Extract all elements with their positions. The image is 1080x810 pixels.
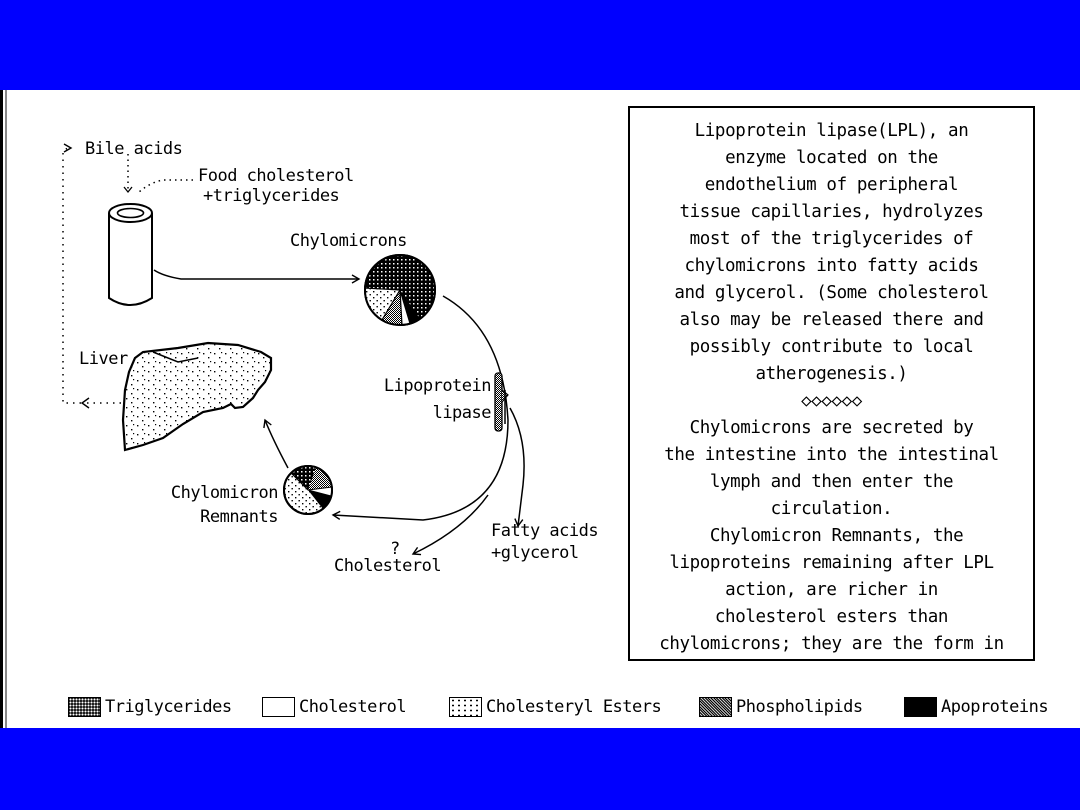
text-line: tissue capillaries, hydrolyzes (679, 202, 984, 222)
phospholipids-swatch-icon (699, 697, 732, 717)
text-line: Lipoprotein lipase(LPL), an (694, 121, 969, 141)
text-line: circulation. (770, 499, 893, 519)
text-line: and glycerol. (Some cholesterol (674, 283, 989, 303)
liver-icon (121, 341, 273, 452)
text-line: Chylomicron Remnants, the (699, 526, 964, 546)
legend-item-cholesteryl-esters: Cholesteryl Esters (449, 696, 662, 718)
bile-acids-label: Bile acids (85, 139, 183, 159)
text-line: Chylomicrons are secreted by (689, 418, 974, 438)
apoproteins-swatch-icon (904, 697, 937, 717)
chylomicron-pie-icon (364, 254, 436, 326)
chylomicron-remnant-label: Chylomicron (170, 483, 279, 503)
chylomicrons-label: Chylomicrons (290, 231, 407, 251)
diamond-separator: ◇◇◇◇◇◇ (801, 391, 862, 411)
text-line: action, are richer in (725, 580, 938, 600)
lipoprotein-label: Lipoprotein (383, 376, 492, 396)
cholesterol-swatch-icon (262, 697, 295, 717)
legend-item-phospholipids: Phospholipids (699, 696, 863, 718)
legend-label: Triglycerides (105, 697, 232, 717)
legend-item-triglycerides: Triglycerides (68, 696, 232, 718)
text-line: cholesterol esters than (714, 607, 949, 627)
lipoprotein-diagram (62, 143, 525, 556)
text-line: also may be released there and (679, 310, 984, 330)
text-line: possibly contribute to local (689, 337, 974, 357)
diagram-panel: Bile acids Food cholesterol +triglycerid… (0, 90, 1080, 728)
text-line: atherogenesis.) (755, 364, 908, 384)
food-into-intestine-path (138, 179, 193, 193)
fatty-acid-release-arrow (509, 407, 525, 528)
remnant-to-liver-arrow (263, 418, 289, 469)
text-line: the intestine into the intestinal (664, 445, 999, 465)
legend-label: Cholesterol (299, 697, 407, 717)
cholesterol-release-arrow (411, 494, 489, 556)
triglycerides-swatch-icon (68, 697, 101, 717)
circulation-arc (331, 295, 509, 521)
lipase-enzyme-icon (494, 372, 509, 432)
legend-label: Phospholipids (736, 697, 863, 717)
legend: Triglycerides Cholesterol Cholesteryl Es… (3, 696, 1080, 720)
legend-item-apoproteins: Apoproteins (904, 696, 1049, 718)
legend-item-cholesterol: Cholesterol (262, 696, 407, 718)
liver-label: Liver (79, 349, 128, 369)
explanation-textbox: Lipoprotein lipase(LPL), an enzyme locat… (628, 106, 1035, 661)
legend-label: Apoproteins (941, 697, 1049, 717)
text-line: enzyme located on the (725, 148, 938, 168)
text-line: most of the triglycerides of (689, 229, 974, 249)
text-line: lipoproteins remaining after LPL (669, 553, 994, 573)
question-mark-label: ? (390, 539, 400, 559)
text-line: chylomicrons into fatty acids (684, 256, 979, 276)
liver-arrowhead-icon (80, 397, 90, 409)
text-line: chylomicrons; they are the form in (659, 634, 1004, 654)
remnants-label: Remnants (200, 507, 278, 527)
triglycerides-label: +triglycerides (203, 186, 340, 206)
fatty-acids-label: Fatty acids (491, 521, 599, 541)
remnant-pie-icon (283, 465, 333, 515)
intestine-cylinder-icon (108, 203, 153, 306)
text-line: endothelium of peripheral (704, 175, 959, 195)
lipase-label: lipase (432, 403, 492, 423)
cholesteryl-esters-swatch-icon (449, 697, 482, 717)
intestine-to-chylomicron-arrow (153, 269, 361, 284)
food-cholesterol-label: Food cholesterol (198, 166, 354, 186)
text-line: lymph and then enter the (709, 472, 954, 492)
glycerol-label: +glycerol (491, 543, 579, 563)
cholesterol-label: Cholesterol (334, 556, 442, 576)
legend-label: Cholesteryl Esters (486, 697, 662, 717)
